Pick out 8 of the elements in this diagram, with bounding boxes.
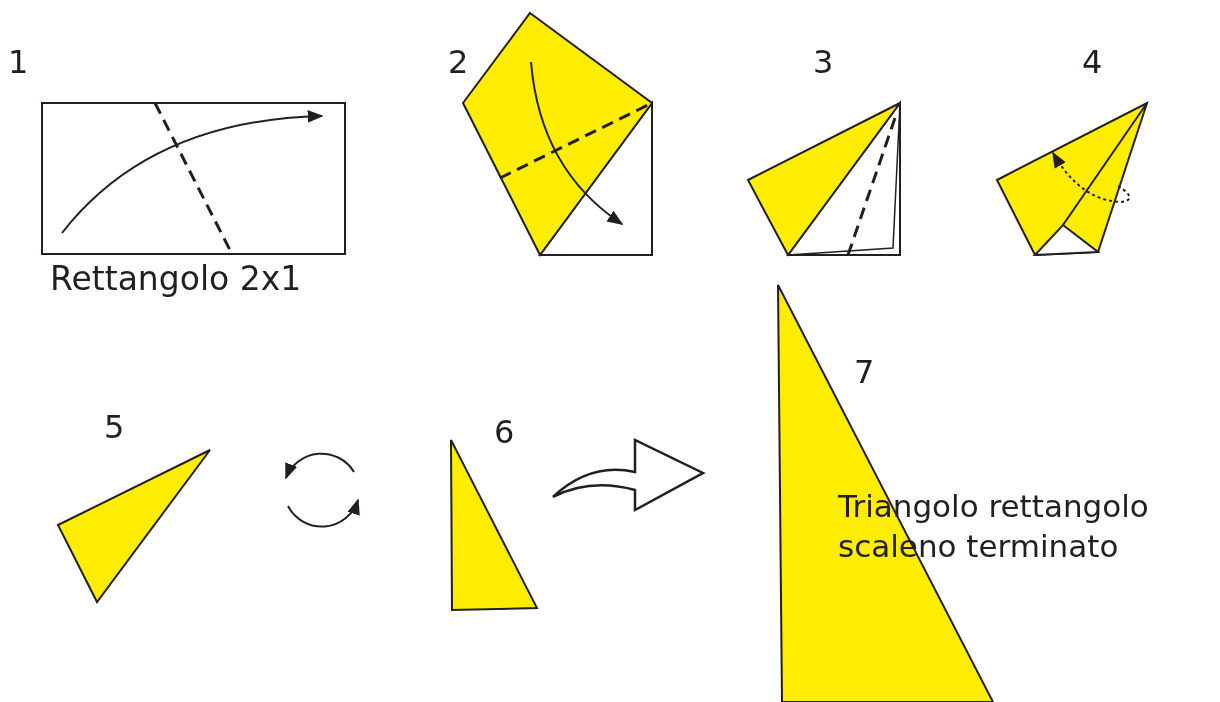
step-number: 2 (448, 42, 469, 83)
step-number: 6 (494, 412, 515, 453)
step-number: 4 (1082, 42, 1103, 83)
step-number: 5 (104, 407, 125, 448)
caption-text: Rettangolo 2x1 (50, 258, 302, 300)
step-number: 3 (813, 42, 834, 83)
step-number: 7 (854, 352, 875, 393)
step-number: 1 (8, 42, 29, 83)
